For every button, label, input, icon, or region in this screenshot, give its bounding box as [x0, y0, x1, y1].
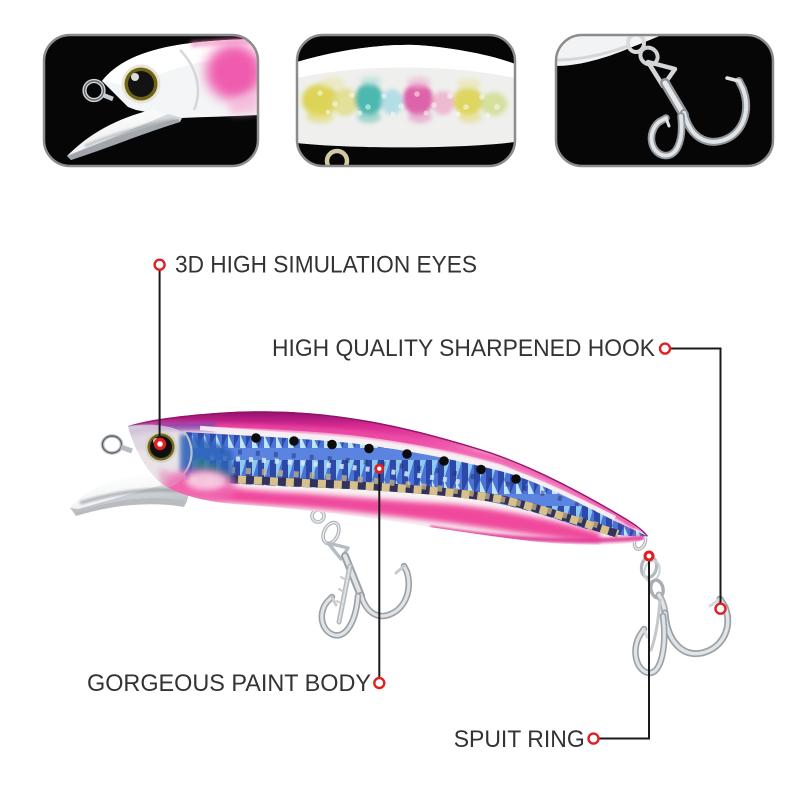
svg-text:HIGH QUALITY SHARPENED HOOK: HIGH QUALITY SHARPENED HOOK — [272, 335, 655, 362]
svg-text:GORGEOUS PAINT BODY: GORGEOUS PAINT BODY — [87, 670, 371, 697]
svg-text:3D HIGH SIMULATION EYES: 3D HIGH SIMULATION EYES — [175, 252, 477, 279]
svg-text:SPUIT RING: SPUIT RING — [454, 726, 585, 753]
